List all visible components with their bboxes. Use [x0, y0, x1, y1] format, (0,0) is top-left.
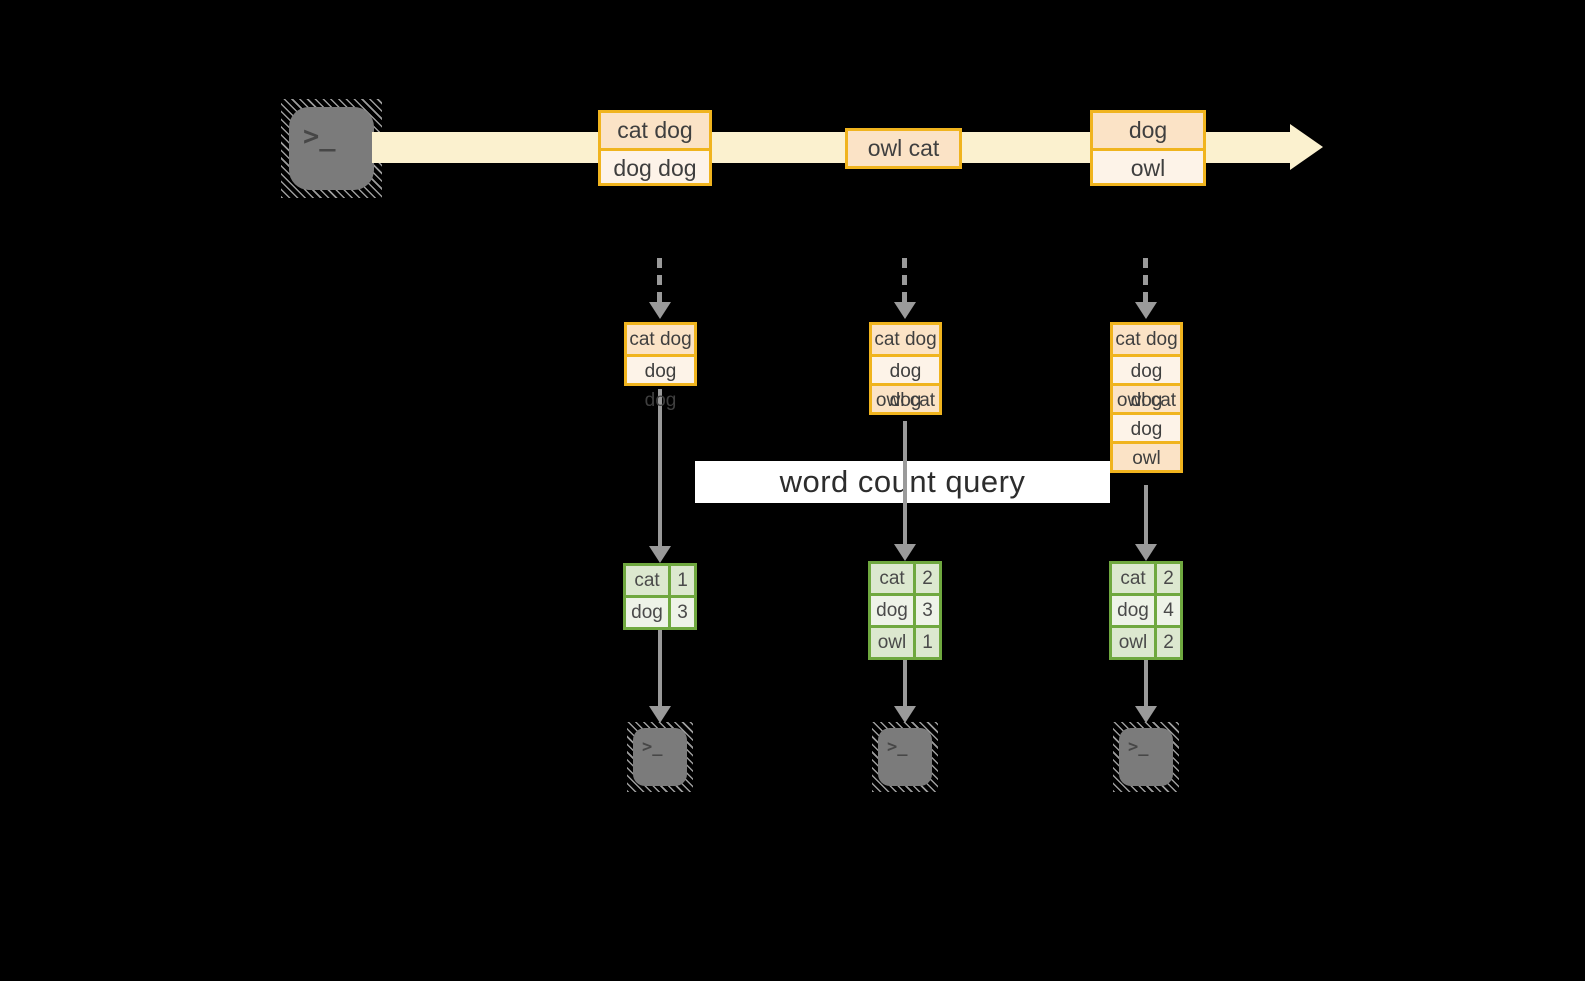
stream-batch-1: cat dog dog dog	[598, 110, 712, 186]
dashed-arrowhead-icon	[649, 302, 671, 319]
record: owl	[1113, 441, 1180, 470]
count-cell: 3	[671, 598, 694, 627]
word-cell: cat	[1112, 564, 1154, 593]
count-cell: 3	[916, 596, 939, 625]
count-cell: 2	[916, 564, 939, 593]
query-label: word count query	[695, 461, 1110, 503]
count-table-2: cat 2 dog 3 owl 1	[868, 561, 942, 660]
count-cell: 2	[1157, 628, 1180, 657]
dashed-arrowhead-icon	[894, 302, 916, 319]
terminal-prompt-glyph: >_	[289, 107, 374, 190]
arrowhead-icon	[649, 706, 671, 723]
stream-batch-2: owl cat	[845, 128, 962, 169]
terminal-output-icon: >_	[1113, 722, 1179, 792]
arrow-line	[658, 389, 662, 546]
word-cell: owl	[1112, 628, 1154, 657]
arrow-line	[1144, 660, 1148, 706]
word-cell: owl	[871, 628, 913, 657]
arrowhead-icon	[1135, 706, 1157, 723]
dashed-arrow-line	[1143, 258, 1148, 302]
stream-record: dog	[1093, 113, 1203, 148]
terminal-output-icon: >_	[627, 722, 693, 792]
word-cell: cat	[626, 566, 668, 595]
record: cat dog	[627, 325, 694, 354]
word-cell: dog	[871, 596, 913, 625]
count-cell: 1	[671, 566, 694, 595]
arrow-line	[903, 421, 907, 544]
record: dog dog	[872, 354, 939, 411]
record: owl cat	[1113, 383, 1180, 412]
count-table-3: cat 2 dog 4 owl 2	[1109, 561, 1183, 660]
dashed-arrowhead-icon	[1135, 302, 1157, 319]
count-cell: 4	[1157, 596, 1180, 625]
record: dog dog	[1113, 354, 1180, 411]
stream-record: owl cat	[848, 131, 959, 166]
terminal-prompt-glyph: >_	[1119, 728, 1173, 786]
terminal-output-icon: >_	[872, 722, 938, 792]
stream-batch-3: dog owl	[1090, 110, 1206, 186]
stream-record: owl	[1093, 148, 1203, 183]
arrowhead-icon	[1135, 544, 1157, 561]
accumulated-records-2: cat dog dog dog owl cat	[869, 322, 942, 415]
word-cell: dog	[626, 598, 668, 627]
arrowhead-icon	[894, 706, 916, 723]
dashed-arrow-line	[657, 258, 662, 302]
stream-record: cat dog	[601, 113, 709, 148]
record: owl cat	[872, 383, 939, 412]
count-cell: 2	[1157, 564, 1180, 593]
arrow-line	[658, 630, 662, 706]
arrow-line	[903, 660, 907, 706]
record: cat dog	[1113, 325, 1180, 354]
record: dog	[1113, 412, 1180, 441]
arrow-line	[1144, 485, 1148, 544]
count-table-1: cat 1 dog 3	[623, 563, 697, 630]
record: cat dog	[872, 325, 939, 354]
word-cell: dog	[1112, 596, 1154, 625]
word-cell: cat	[871, 564, 913, 593]
dashed-arrow-line	[902, 258, 907, 302]
arrowhead-icon	[649, 546, 671, 563]
stream-record: dog dog	[601, 148, 709, 183]
terminal-source-icon: >_	[281, 99, 382, 198]
terminal-prompt-glyph: >_	[633, 728, 687, 786]
accumulated-records-3: cat dog dog dog owl cat dog owl	[1110, 322, 1183, 473]
record: dog dog	[627, 354, 694, 411]
count-cell: 1	[916, 628, 939, 657]
accumulated-records-1: cat dog dog dog	[624, 322, 697, 411]
arrowhead-icon	[894, 544, 916, 561]
terminal-prompt-glyph: >_	[878, 728, 932, 786]
stream-arrowhead-icon	[1290, 124, 1323, 170]
